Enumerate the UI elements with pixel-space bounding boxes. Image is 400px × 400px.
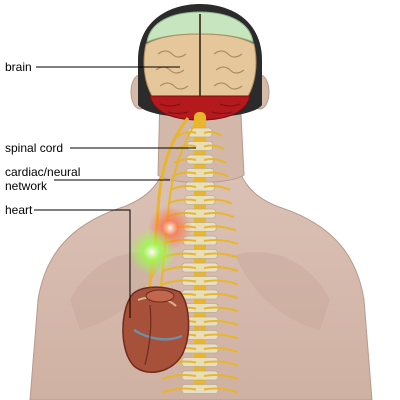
nerve-branch xyxy=(203,185,231,191)
cardiac-neural-label-line2: network xyxy=(5,179,48,193)
nerve-branch xyxy=(203,279,239,286)
nerve-branch xyxy=(203,198,233,205)
nerve-branch xyxy=(203,171,229,178)
brain-label: brain xyxy=(5,60,32,74)
brain-folds xyxy=(155,50,245,90)
heart-illustration xyxy=(122,286,190,374)
nerve-branch xyxy=(175,144,197,151)
nerve-branch xyxy=(203,347,239,353)
heart-leader-line xyxy=(34,209,131,318)
heart-label: heart xyxy=(5,203,33,217)
nerve-branch xyxy=(161,279,197,286)
nerve-branch xyxy=(167,198,197,205)
nerve-branch xyxy=(203,158,227,164)
right-scapula-shading xyxy=(235,252,330,330)
nerve-branch xyxy=(203,212,235,218)
nerve-branch xyxy=(161,374,197,380)
nerve-branch xyxy=(203,131,223,137)
green-glow xyxy=(128,228,176,276)
nerve-branch xyxy=(203,333,239,340)
nerve-branch xyxy=(203,306,239,313)
spinal-cord-label: spinal cord xyxy=(5,141,64,155)
nerve-branch xyxy=(203,387,239,394)
nerve-branch xyxy=(169,185,197,191)
nerve-branch xyxy=(203,239,239,245)
nerve-branch xyxy=(173,158,197,164)
nerve-branch xyxy=(203,252,239,259)
cardiac-neural-label-line1: cardiac/neural xyxy=(5,165,81,179)
nerve-branch xyxy=(203,293,239,299)
nerve-branch xyxy=(203,360,239,367)
nerve-branch xyxy=(203,225,237,232)
nerve-branch xyxy=(203,144,225,151)
nerve-branch xyxy=(161,387,197,394)
nerve-branch xyxy=(203,266,239,272)
nerve-branch xyxy=(177,131,197,137)
nerve-branch xyxy=(203,320,239,326)
nerve-branch xyxy=(203,374,239,380)
